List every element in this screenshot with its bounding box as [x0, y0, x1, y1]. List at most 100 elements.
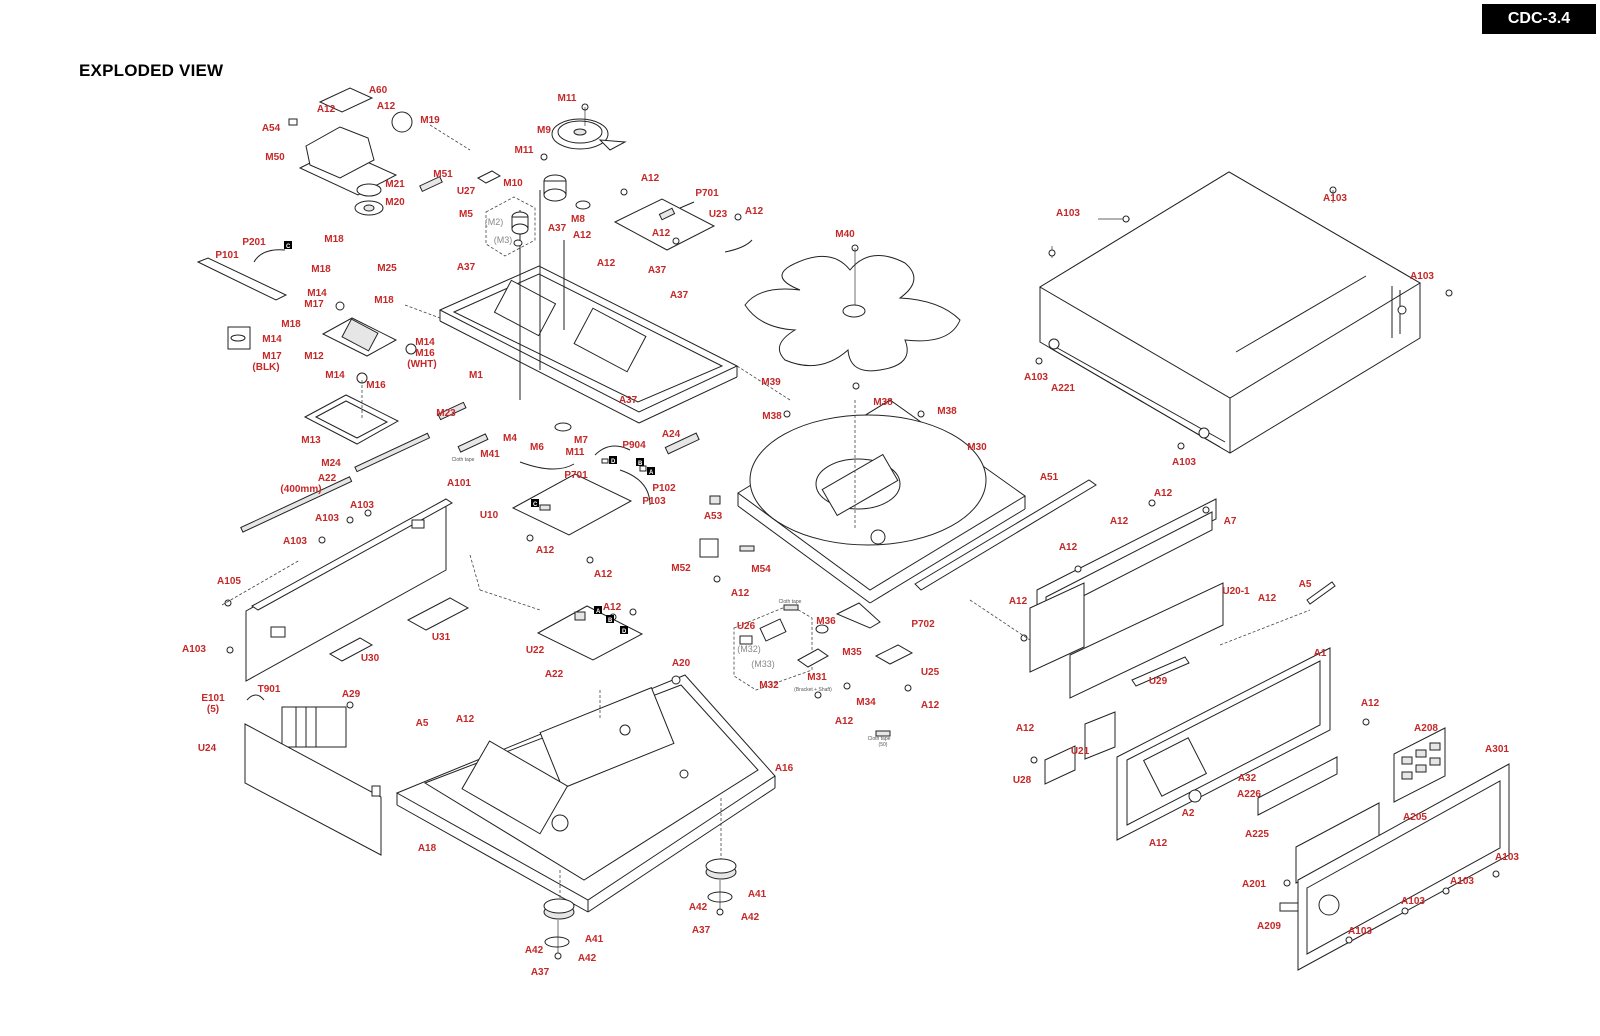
part-label: U20-1 — [1222, 586, 1250, 597]
part-label: A1 — [1314, 648, 1327, 659]
part-label: A41 — [748, 889, 767, 900]
part-label: A12 — [1016, 723, 1035, 734]
part-label: M32 — [759, 680, 779, 691]
part-label: U27 — [457, 186, 476, 197]
part-label: A5 — [1299, 579, 1312, 590]
part-label: A37 — [670, 290, 689, 301]
part-label: A18 — [418, 843, 437, 854]
part-label: A103 — [1348, 926, 1372, 937]
part-label: U30 — [361, 653, 380, 664]
part-label: A105 — [217, 576, 241, 587]
part-label: A22 — [545, 669, 564, 680]
part-label: A37 — [548, 223, 567, 234]
part-label: A103 — [1056, 208, 1080, 219]
part-label: A12 — [1059, 542, 1078, 553]
part-label: A12 — [597, 258, 616, 269]
part-label: A12 — [317, 104, 336, 115]
part-label: A42 — [578, 953, 597, 964]
part-label: U29 — [1149, 676, 1168, 687]
reference-labels: (M2)(M3)(M32)(M33) — [485, 217, 775, 669]
part-label: M36 — [816, 616, 836, 627]
pickup-assembly — [227, 301, 417, 445]
part-label: M14 — [415, 337, 435, 348]
part-label: M11 — [515, 145, 534, 156]
part-label: M35 — [842, 647, 862, 658]
reference-label: (M2) — [485, 217, 504, 227]
rear-panel-a101 — [224, 498, 541, 682]
part-label: (400mm) — [280, 484, 321, 495]
part-label: U26 — [737, 621, 756, 632]
part-label: M18 — [281, 319, 301, 330]
part-label: U10 — [480, 510, 499, 521]
button-panel-a208 — [1393, 727, 1446, 803]
carousel-m39 — [744, 244, 961, 372]
part-label: U23 — [709, 209, 728, 220]
part-label: M38 — [937, 406, 957, 417]
part-label: P701 — [695, 188, 719, 199]
rail-a51 — [914, 479, 1097, 591]
flex-cable-p101 — [196, 249, 288, 301]
part-label: A103 — [283, 536, 307, 547]
part-label: A101 — [447, 478, 471, 489]
part-label: P201 — [242, 237, 266, 248]
part-label: A42 — [525, 945, 544, 956]
part-label: A103 — [1495, 852, 1519, 863]
part-label: M24 — [321, 458, 341, 469]
pcb-u21 — [1030, 711, 1116, 785]
part-label: M14 — [325, 370, 345, 381]
part-label: M54 — [751, 564, 771, 575]
bracket-a7 — [1036, 498, 1217, 616]
part-label: (BLK) — [252, 362, 279, 373]
part-label: M7 — [574, 435, 588, 446]
part-label: M31 — [807, 672, 827, 683]
part-label: A301 — [1485, 744, 1509, 755]
pcb-u29 — [1131, 656, 1190, 687]
part-label: T901 — [258, 684, 281, 695]
guide-lines — [221, 124, 1311, 646]
part-label: A2 — [1182, 808, 1195, 819]
part-label: A12 — [594, 569, 613, 580]
part-label: M23 — [436, 408, 456, 419]
part-label: M39 — [761, 377, 781, 388]
part-label: A12 — [456, 714, 475, 725]
part-label: M25 — [377, 263, 397, 274]
part-label: A20 — [672, 658, 691, 669]
part-label: M17 — [304, 299, 324, 310]
part-label: A37 — [648, 265, 667, 276]
part-label: A12 — [1154, 488, 1173, 499]
top-cover — [1039, 171, 1421, 454]
part-label: A37 — [531, 967, 550, 978]
foot-1 — [705, 858, 737, 916]
note-label: (Bracket + Shaft) — [794, 687, 832, 693]
part-label: A208 — [1414, 723, 1438, 734]
part-label: A37 — [457, 262, 476, 273]
part-label: A103 — [350, 500, 374, 511]
motor-m5-group — [485, 196, 536, 257]
part-label: A51 — [1040, 472, 1059, 483]
part-label: M18 — [374, 295, 394, 306]
part-label: M34 — [856, 697, 876, 708]
part-label: M41 — [480, 449, 500, 460]
part-label: A32 — [1238, 773, 1257, 784]
bottom-chassis — [395, 674, 776, 913]
part-label: (WHT) — [407, 359, 436, 370]
part-label: M13 — [301, 435, 321, 446]
part-label: A201 — [1242, 879, 1266, 890]
part-label: A37 — [692, 925, 711, 936]
model-badge: CDC-3.4 — [1482, 4, 1596, 34]
connector-tag: A — [596, 609, 601, 615]
part-label: U25 — [921, 667, 940, 678]
part-label: M5 — [459, 209, 473, 220]
mechanism-frame — [438, 190, 739, 424]
part-label: E101 — [201, 693, 225, 704]
part-label: A12 — [835, 716, 854, 727]
part-label: A16 — [775, 763, 794, 774]
part-label: A7 — [1224, 516, 1237, 527]
part-label: A103 — [182, 644, 206, 655]
reference-label: (M33) — [751, 659, 775, 669]
part-label: U22 — [526, 645, 545, 656]
pcb-u10 — [511, 422, 651, 564]
part-label: A12 — [1149, 838, 1168, 849]
bracket-u27 — [476, 170, 502, 184]
part-label: U21 — [1071, 746, 1090, 757]
